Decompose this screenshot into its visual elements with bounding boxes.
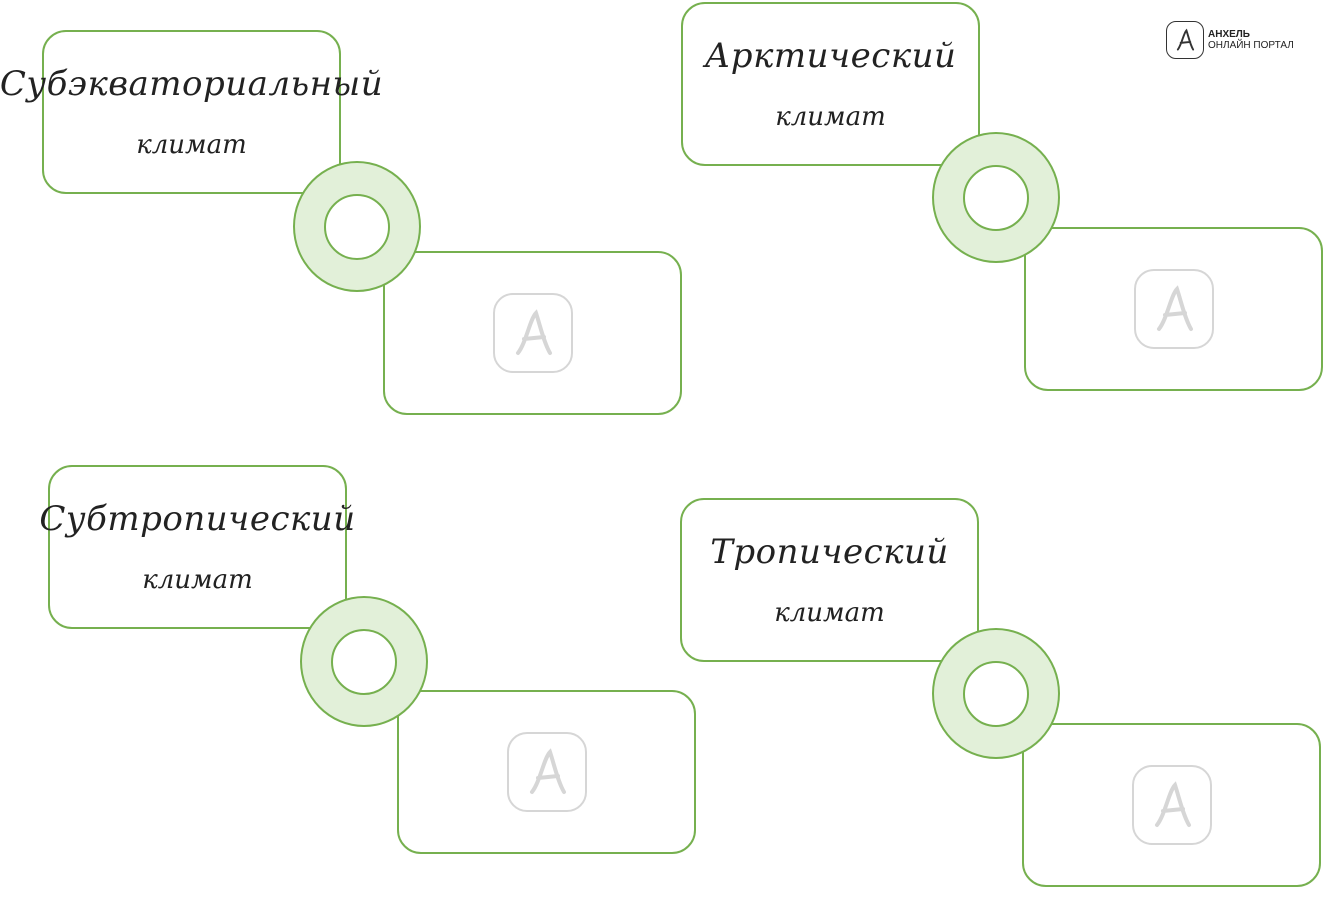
connector-ring (932, 628, 1060, 759)
anhel-watermark-icon (1133, 269, 1214, 349)
connector-ring (300, 596, 428, 727)
climate-word: климат (774, 598, 885, 628)
climate-word: климат (775, 102, 886, 132)
climate-name: Субтропический (39, 499, 356, 539)
brand-name: АНХЕЛЬ (1208, 29, 1250, 40)
anhel-watermark-icon (1131, 765, 1212, 845)
brand-logo: АНХЕЛЬ ОНЛАЙН ПОРТАЛ (1166, 21, 1294, 59)
climate-label-card: Тропический климат (680, 498, 979, 662)
connector-ring (293, 161, 421, 292)
anhel-logo-icon (1166, 21, 1204, 59)
climate-name: Арктический (704, 36, 957, 76)
climate-label-card: Субтропический климат (39, 465, 355, 629)
climate-word: климат (136, 130, 247, 160)
brand-subtitle: ОНЛАЙН ПОРТАЛ (1208, 40, 1294, 51)
climate-name: Тропический (710, 532, 949, 572)
anhel-watermark-icon (506, 732, 587, 812)
climate-word: климат (142, 565, 253, 595)
answer-card[interactable] (1024, 227, 1323, 391)
answer-card[interactable] (397, 690, 696, 854)
anhel-watermark-icon (492, 293, 573, 373)
answer-card[interactable] (1022, 723, 1321, 887)
answer-card[interactable] (383, 251, 682, 415)
climate-label-card: Арктический климат (681, 2, 980, 166)
climate-label-card: Субэкваториальный климат (0, 30, 383, 194)
climate-name: Субэкваториальный (0, 64, 384, 104)
connector-ring (932, 132, 1060, 263)
